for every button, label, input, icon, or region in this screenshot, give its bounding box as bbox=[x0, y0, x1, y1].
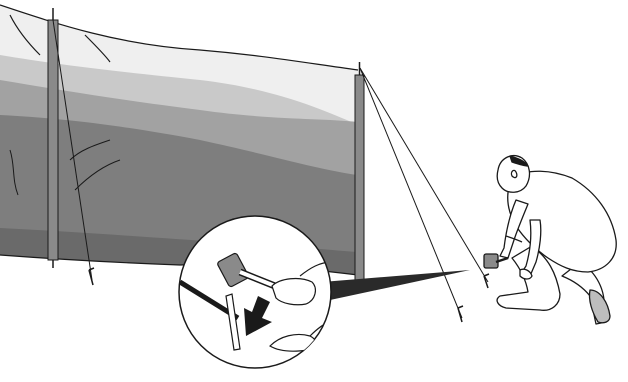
tent-peg-icon bbox=[89, 268, 94, 285]
guy-rope bbox=[360, 68, 488, 282]
pole-left bbox=[48, 8, 58, 268]
tent-peg-icon bbox=[484, 274, 489, 288]
pole-right bbox=[355, 62, 364, 292]
callout-beam bbox=[322, 270, 470, 300]
kneeling-person bbox=[484, 156, 616, 324]
